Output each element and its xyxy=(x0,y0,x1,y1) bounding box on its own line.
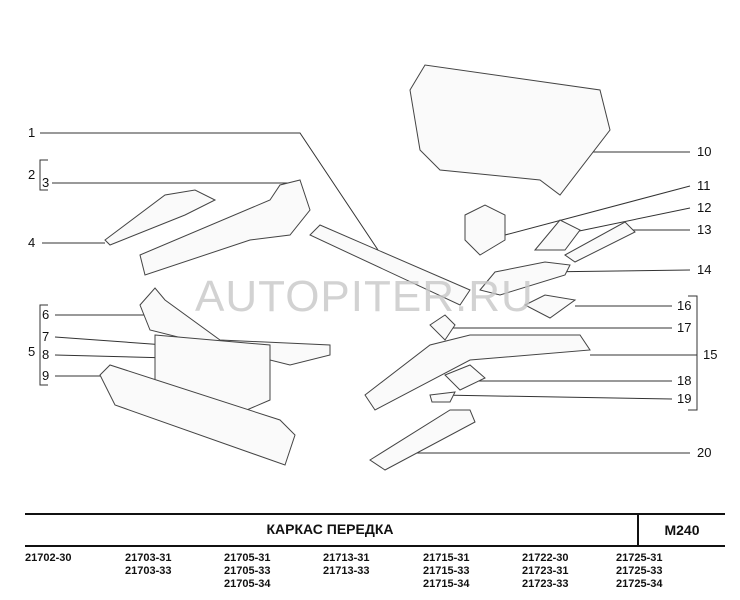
model-column: 21702-30 xyxy=(25,552,72,565)
model-code: 21722-30 xyxy=(522,552,569,564)
callout-5: 5 xyxy=(28,344,36,359)
model-code: 21715-33 xyxy=(423,565,470,577)
model-code: 21703-33 xyxy=(125,565,172,577)
callout-13: 13 xyxy=(697,222,712,237)
model-code: 21705-31 xyxy=(224,552,271,564)
callout-11: 11 xyxy=(697,178,711,193)
model-code: 21705-33 xyxy=(224,565,271,577)
callout-6: 6 xyxy=(42,307,50,322)
callout-17: 17 xyxy=(677,320,692,335)
callout-4: 4 xyxy=(28,235,36,250)
watermark: AUTOPITER.RU xyxy=(195,272,534,321)
model-code: 21703-31 xyxy=(125,552,172,564)
callout-3: 3 xyxy=(42,175,50,190)
callout-15: 15 xyxy=(703,347,718,362)
callout-10: 10 xyxy=(697,144,712,159)
callout-1: 1 xyxy=(28,125,36,140)
diagram-title: КАРКАС ПЕРЕДКА xyxy=(266,521,394,537)
callout-18: 18 xyxy=(677,373,692,388)
model-code: 21723-33 xyxy=(522,578,569,590)
model-code: 21713-31 xyxy=(323,552,370,564)
callout-19: 19 xyxy=(677,391,692,406)
callout-9: 9 xyxy=(42,368,50,383)
model-code: 21725-34 xyxy=(616,578,663,590)
callout-20: 20 xyxy=(697,445,712,460)
diagram-code: M240 xyxy=(637,515,725,545)
model-code: 21715-34 xyxy=(423,578,470,590)
model-code: 21715-31 xyxy=(423,552,470,564)
model-code: 21725-31 xyxy=(616,552,663,564)
callout-8: 8 xyxy=(42,347,50,362)
callout-14: 14 xyxy=(697,262,712,277)
model-code: 21713-33 xyxy=(323,565,370,577)
model-code: 21725-33 xyxy=(616,565,663,577)
title-bar: КАРКАС ПЕРЕДКА M240 xyxy=(25,513,725,547)
model-code: 21702-30 xyxy=(25,552,72,564)
callout-7: 7 xyxy=(42,329,50,344)
model-code: 21705-34 xyxy=(224,578,271,590)
part-outlines xyxy=(99,64,636,471)
callout-2: 2 xyxy=(28,167,36,182)
model-code: 21723-31 xyxy=(522,565,569,577)
callout-12: 12 xyxy=(697,200,712,215)
callout-16: 16 xyxy=(677,298,692,313)
